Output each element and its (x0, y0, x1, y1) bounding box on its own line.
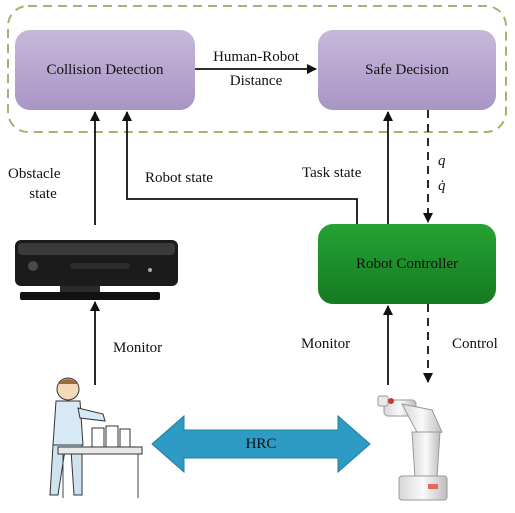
robot-controller-box (318, 224, 496, 304)
obstacle-state-label-line1: Obstacle (8, 166, 61, 182)
q-dot-label: q̇ (438, 178, 446, 194)
obstacle-state-label-line2: state (29, 186, 57, 202)
robot-state-arrow (122, 111, 358, 224)
q-label: q (438, 153, 446, 169)
monitor-right-label: Monitor (301, 336, 351, 352)
hrc-label: HRC (245, 436, 277, 452)
control-label: Control (452, 336, 498, 352)
safety-module-group (7, 5, 507, 133)
robot-controller-label: Robot Controller (355, 255, 459, 272)
robot-state-label: Robot state (145, 170, 213, 186)
robot-arm-icon (377, 395, 448, 501)
kinect-sensor-icon (15, 240, 178, 300)
hrc-double-arrow (151, 414, 371, 474)
human-worker-icon (49, 377, 143, 498)
monitor-left-label: Monitor (113, 340, 163, 356)
safe-decision-label: Safe Decision (365, 61, 449, 78)
collision-detection-label: Collision Detection (46, 61, 164, 78)
collision-detection-box (15, 30, 195, 110)
task-state-label: Task state (302, 165, 362, 181)
distance-label-line1: Human-Robot (213, 49, 299, 65)
safe-decision-box (318, 30, 496, 110)
distance-label-line2: Distance (229, 73, 283, 89)
